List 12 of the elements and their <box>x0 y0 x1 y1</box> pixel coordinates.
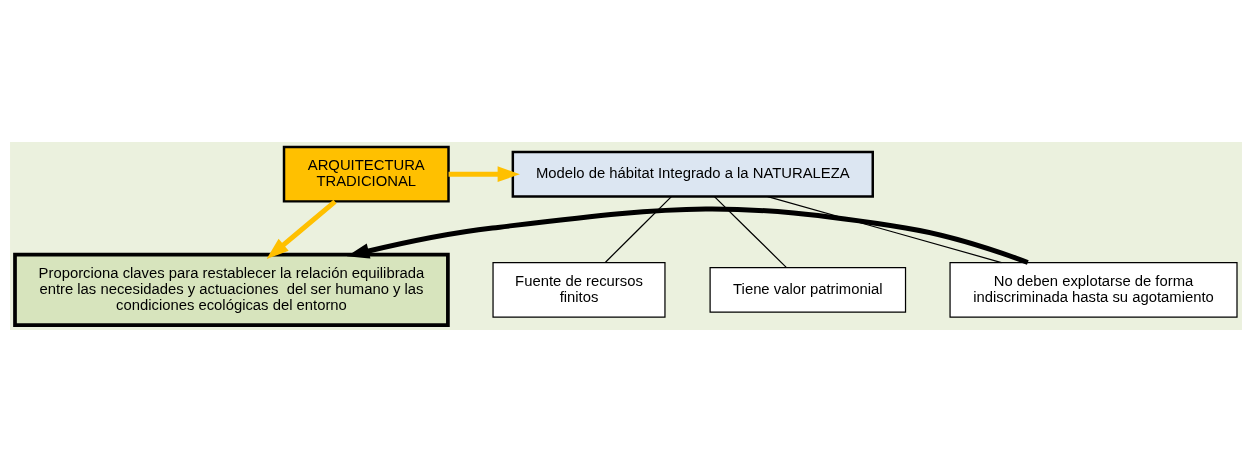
connector <box>767 195 1002 263</box>
node-box: No deben explotarse de forma indiscriminada hasta su agotamiento <box>949 261 1238 318</box>
arrow <box>266 199 337 259</box>
arrow <box>448 165 520 182</box>
node-box: Tiene valor patrimonial <box>709 266 907 313</box>
node-box: Proporciona claves para restablecer la relación equilibrada entre las necesidades y actuaciones del ser humano y las condiciones ecológicas del entorno <box>13 252 450 327</box>
connector <box>713 195 787 268</box>
node-box: Fuente de recursos finitos <box>492 261 666 318</box>
node-box: ARQUITECTURA TRADICIONAL <box>282 145 450 203</box>
arrow <box>346 206 1029 265</box>
connector <box>604 195 672 263</box>
node-box: Modelo de hábitat Integrado a la NATURALEZA <box>511 150 874 198</box>
